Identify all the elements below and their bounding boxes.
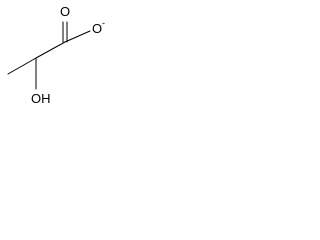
bond-carboxyl-to-carboxylate-oxygen [64,30,91,43]
chemical-structure: O O - OH [7,4,105,106]
carboxylate-oxygen-label: O [92,21,102,36]
negative-charge-label: - [102,18,105,28]
hydroxyl-group-label: OH [31,91,51,106]
carbonyl-oxygen-label: O [60,4,70,19]
bond-methyl-to-alpha-carbon [7,57,37,75]
bond-alpha-carbon-to-carboxyl-carbon [35,41,66,59]
